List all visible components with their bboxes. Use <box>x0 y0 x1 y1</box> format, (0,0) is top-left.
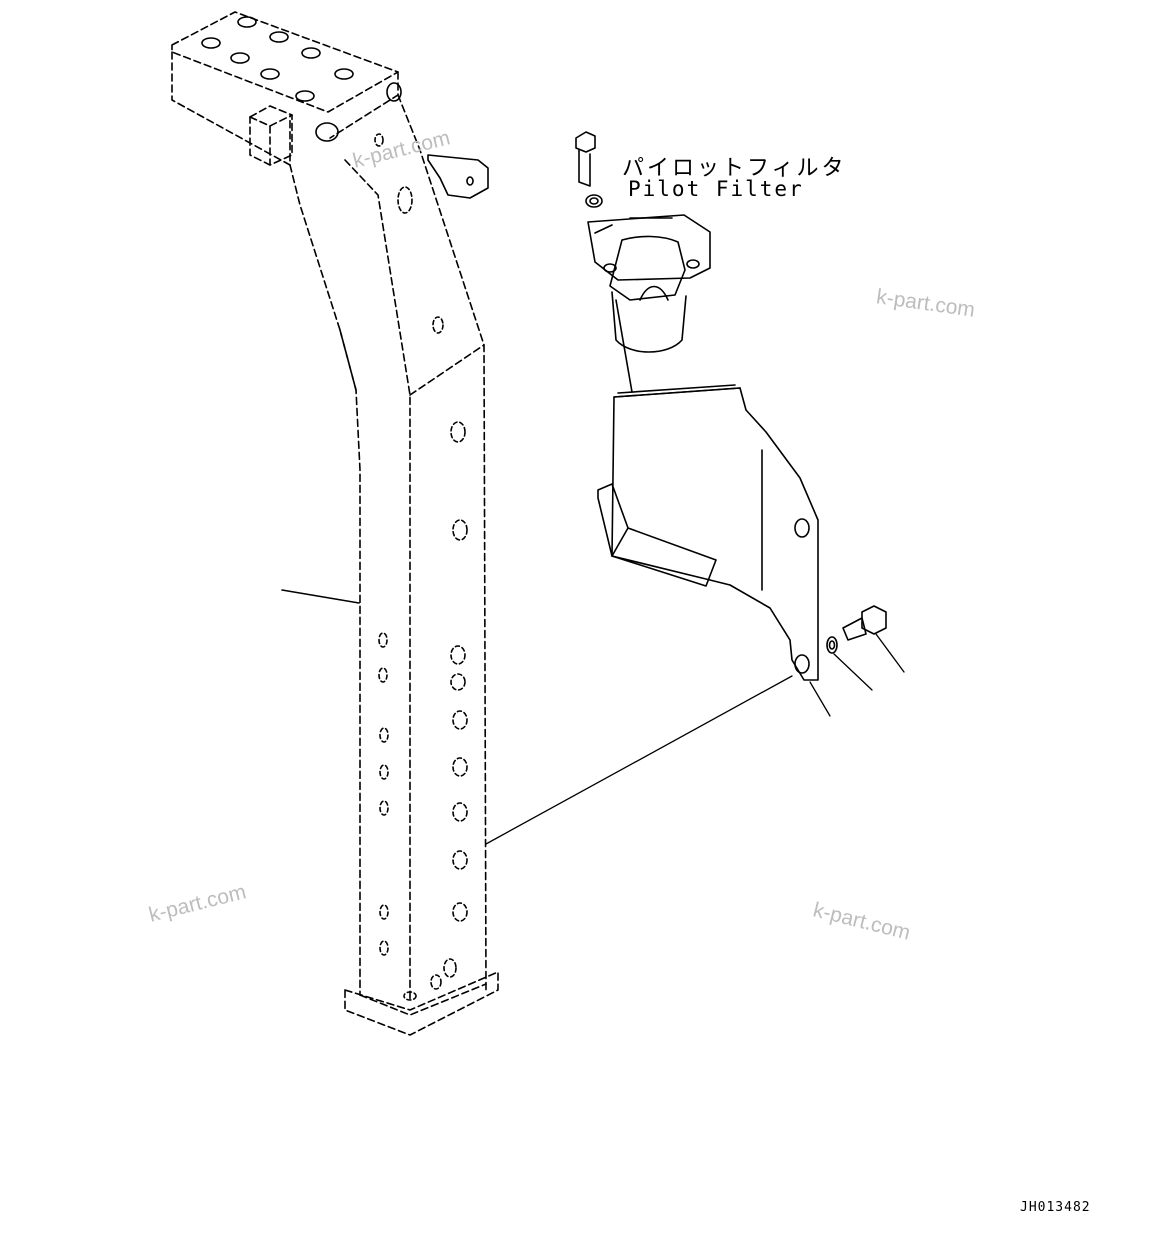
filter-label-jp: パイロットフィルタ <box>622 156 847 181</box>
mounting-bracket <box>597 384 819 681</box>
column-holes <box>374 133 468 1001</box>
pilot-filter <box>587 214 711 353</box>
bracket-leaders <box>485 633 905 845</box>
filter-label-en: Pilot Filter <box>628 177 804 201</box>
bracket-bolt <box>826 605 887 654</box>
column-leader <box>281 589 360 604</box>
filter-leader <box>615 299 633 393</box>
small-bracket <box>427 154 489 199</box>
filter-bolt <box>575 131 603 208</box>
stand-column <box>171 11 499 1036</box>
plate-holes <box>201 16 402 142</box>
drawing-number: JH013482 <box>1020 1200 1091 1215</box>
